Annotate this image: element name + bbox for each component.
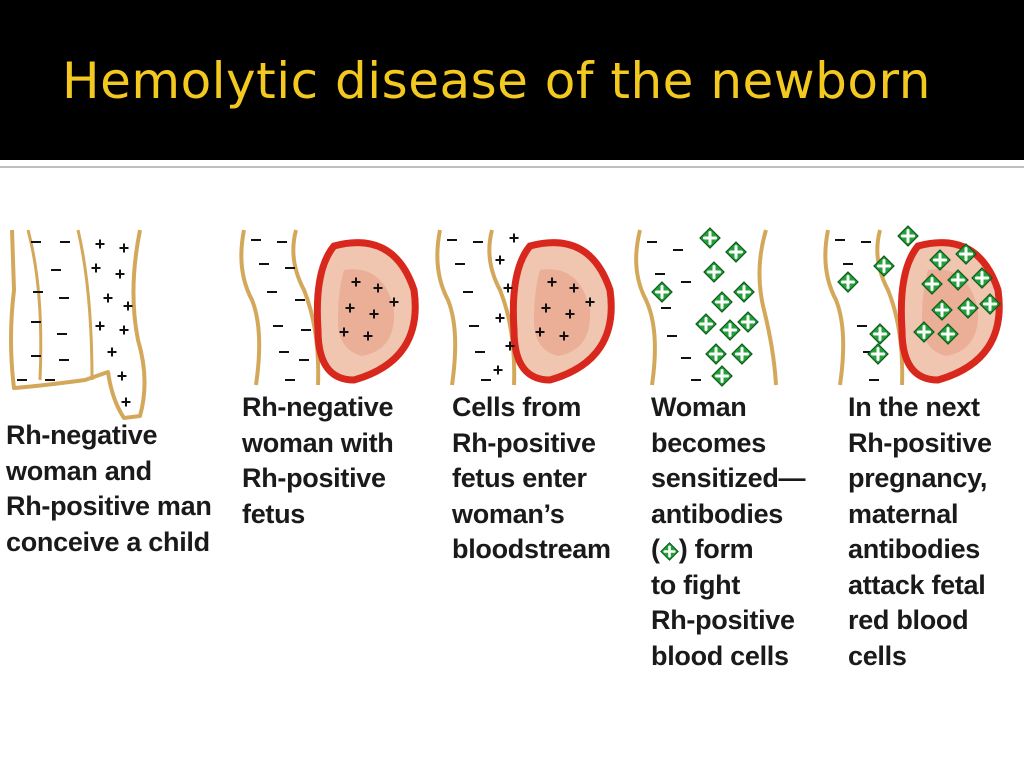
title-divider	[0, 166, 1024, 168]
caption-line: conceive a child	[6, 526, 210, 557]
stage-5-illustration	[823, 224, 1003, 386]
stage-5-next-pregnancy	[818, 224, 1024, 390]
title-bar: Hemolytic disease of the newborn	[0, 0, 1024, 160]
caption-line: attack fetal	[848, 569, 986, 600]
caption-line: maternal	[848, 498, 959, 529]
caption-line: Rh-positive	[848, 427, 992, 458]
stage-4-sensitization	[626, 226, 826, 390]
caption-line: becomes	[651, 427, 766, 458]
slide-title: Hemolytic disease of the newborn	[62, 52, 931, 110]
caption-line: antibodies	[651, 498, 784, 529]
stage-3-illustration	[435, 229, 615, 386]
caption-line: red blood	[848, 605, 969, 635]
caption-line: blood cells	[651, 640, 789, 671]
stage-2-caption: Rh-negative woman with Rh-positive fetus	[242, 390, 394, 532]
caption-line: ) form	[678, 534, 754, 564]
caption-line: Rh-positive man	[6, 491, 212, 521]
caption-line: Rh-positive	[242, 463, 386, 493]
caption-line: sensitized—	[651, 463, 806, 493]
stage-2-pregnancy	[234, 229, 434, 390]
stage-2-illustration	[239, 229, 419, 386]
stage-4-illustration	[634, 226, 778, 388]
caption-line: antibodies	[848, 534, 981, 564]
caption-line: woman’s	[452, 498, 565, 529]
stage-1-conception	[0, 229, 230, 420]
caption-line: fetus enter	[452, 463, 587, 493]
stage-5-caption: In the next Rh-positive pregnancy, mater…	[848, 390, 992, 674]
caption-line: Rh-negative	[6, 420, 158, 450]
stage-1-caption: Rh-negative woman and Rh-positive man co…	[6, 418, 212, 560]
stage-3-fetal-cells-enter	[430, 229, 630, 390]
stage-1-illustration	[9, 229, 147, 420]
fetus	[534, 269, 591, 356]
caption-line: (	[651, 534, 660, 564]
plus-sign-icon	[90, 238, 134, 408]
stage-4-caption: Woman becomes sensitized— antibodies ( ) …	[651, 390, 806, 674]
caption-line: to fight	[651, 569, 741, 600]
caption-line: fetus	[242, 498, 306, 529]
caption-line: Rh-negative	[242, 392, 394, 422]
caption-line: woman with	[242, 427, 394, 458]
caption-line: Rh-positive	[651, 605, 795, 635]
minus-sign-icon	[17, 241, 70, 381]
stage-3-caption: Cells from Rh-positive fetus enter woman…	[452, 390, 611, 568]
caption-line: bloodstream	[452, 534, 611, 564]
caption-line: Woman	[651, 392, 747, 422]
caption-line: pregnancy,	[848, 463, 988, 493]
antibody-icon	[659, 542, 679, 561]
caption-line: Cells from	[452, 392, 582, 422]
caption-line: In the next	[848, 392, 980, 422]
caption-line: Rh-positive	[452, 427, 596, 458]
caption-line: cells	[848, 640, 907, 671]
caption-line: woman and	[6, 455, 152, 486]
fetus	[338, 269, 395, 356]
